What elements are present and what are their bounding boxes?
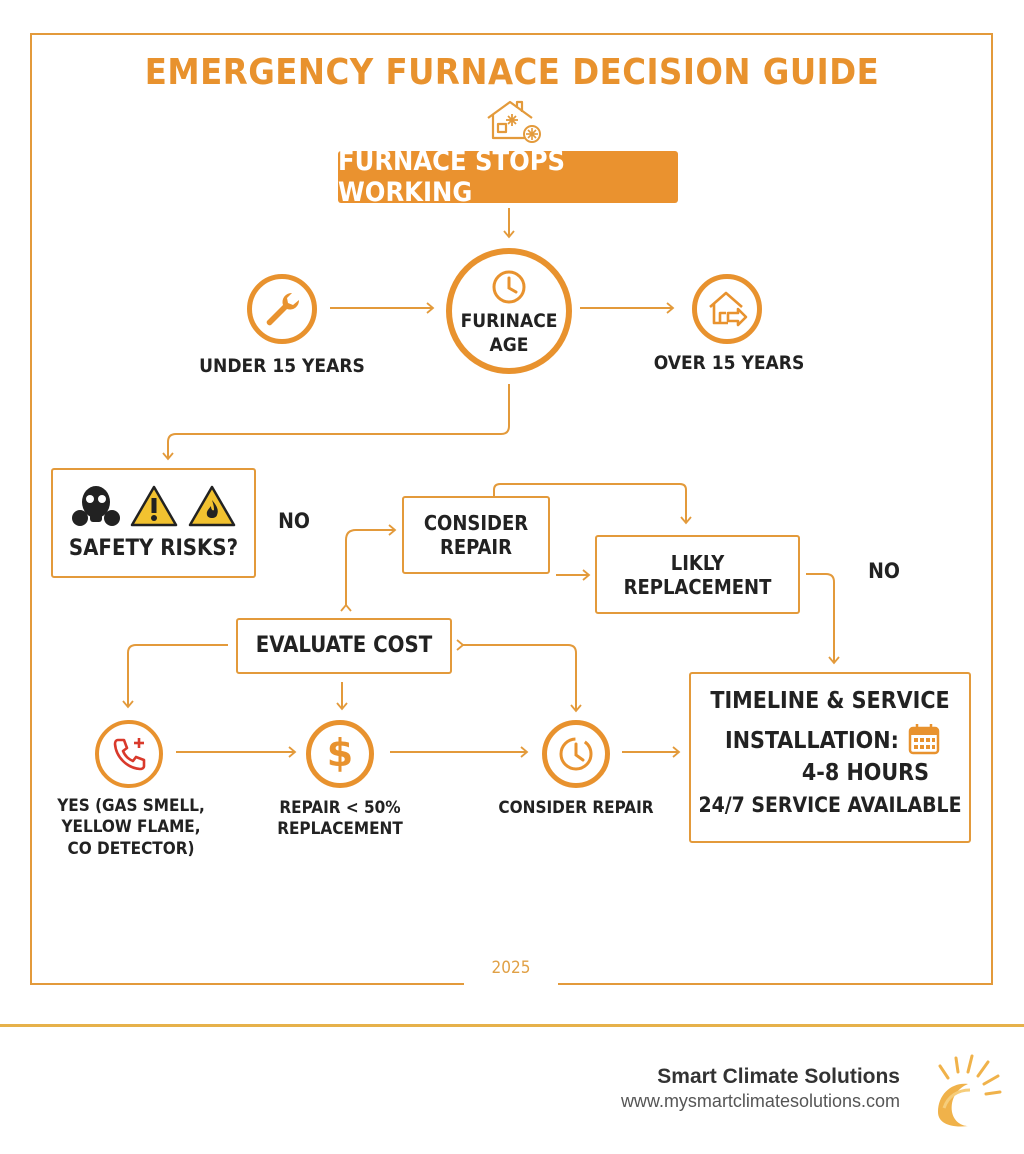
phone-circle (95, 720, 163, 788)
likely-line1: LIKLY (670, 550, 725, 575)
warning-icon (130, 485, 177, 527)
phone-icon (113, 738, 146, 771)
likely-replacement-box: LIKLY REPLACEMENT (595, 535, 800, 614)
over-15-label: OVER 15 YEARS (653, 352, 805, 374)
yes-line1: YES (GAS SMELL, (57, 796, 205, 816)
repair-cost-line2: REPLACEMENT (277, 819, 403, 840)
start-box: FURNACE STOPS WORKING (338, 146, 678, 208)
repair-cost-label: REPAIR < 50% REPLACEMENT (270, 798, 410, 841)
arrow-repair-to-likely (493, 483, 692, 525)
footer-divider (0, 1024, 1024, 1027)
timeline-title: TIMELINE & SERVICE (710, 688, 950, 714)
brand-name: Smart Climate Solutions (657, 1065, 900, 1088)
brand-block: Smart Climate Solutions www.mysmartclima… (621, 1065, 900, 1112)
year-label: 2025 (491, 958, 531, 978)
arrow-evaluate-to-yes (122, 644, 228, 709)
timer-icon (559, 737, 593, 771)
dollar-icon: $ (326, 731, 354, 775)
age-line1: FURINACE (460, 310, 558, 332)
safety-risks-label: SAFETY RISKS? (68, 536, 239, 561)
safety-risks-box: SAFETY RISKS? (51, 468, 256, 578)
gas-mask-icon (71, 486, 120, 526)
wrench-icon (266, 292, 300, 326)
brand-url: www.mysmartclimatesolutions.com (620, 1091, 900, 1111)
dollar-circle: $ (306, 720, 374, 788)
installation-hours: 4-8 HOURS (801, 759, 929, 786)
arrow-evaluate-to-timer (456, 639, 582, 713)
yes-label: YES (GAS SMELL, YELLOW FLAME, CO DETECTO… (56, 796, 206, 860)
house-arrow-circle (692, 274, 762, 344)
evaluate-cost-label: EVALUATE COST (255, 632, 433, 658)
furnace-age-circle: FURINACE AGE (446, 248, 572, 374)
repair-cost-line1: REPAIR < 50% (279, 798, 401, 818)
wrench-circle (247, 274, 317, 344)
likely-line2: REPLACEMENT (623, 574, 772, 599)
yes-line3: CO DETECTOR) (67, 838, 195, 859)
arrow-likely-to-timeline (806, 573, 840, 665)
no-label-left: NO (278, 509, 310, 533)
evaluate-cost-box: EVALUATE COST (236, 618, 452, 674)
service-available: 24/7 SERVICE AVAILABLE (698, 793, 962, 818)
timeline-service-box: TIMELINE & SERVICE INSTALLATION: 4-8 HOU… (689, 672, 971, 843)
clock-icon (492, 270, 526, 304)
arrow-age-to-safety (162, 384, 510, 461)
fire-warning-icon (188, 485, 235, 527)
house-snowflake-icon (487, 100, 541, 143)
age-line2: AGE (489, 333, 529, 356)
consider-repair-box: CONSIDER REPAIR (402, 496, 550, 574)
under-15-label: UNDER 15 YEARS (199, 355, 365, 377)
yes-line2: YELLOW FLAME, (61, 817, 201, 838)
consider-repair-line2: REPAIR (440, 535, 512, 559)
arrow-evaluate-repair (340, 524, 397, 612)
no-label-right: NO (868, 559, 900, 583)
consider-repair-label: CONSIDER REPAIR (498, 798, 654, 818)
consider-repair-line1: CONSIDER (423, 511, 529, 535)
house-arrow-icon (709, 291, 748, 327)
frame-gap (464, 976, 558, 990)
installation-label: INSTALLATION: (725, 727, 899, 754)
timer-circle (542, 720, 610, 788)
calendar-icon (908, 723, 940, 754)
sun-logo-icon (938, 1054, 1002, 1127)
page-title: EMERGENCY FURNACE DECISION GUIDE (144, 52, 880, 93)
